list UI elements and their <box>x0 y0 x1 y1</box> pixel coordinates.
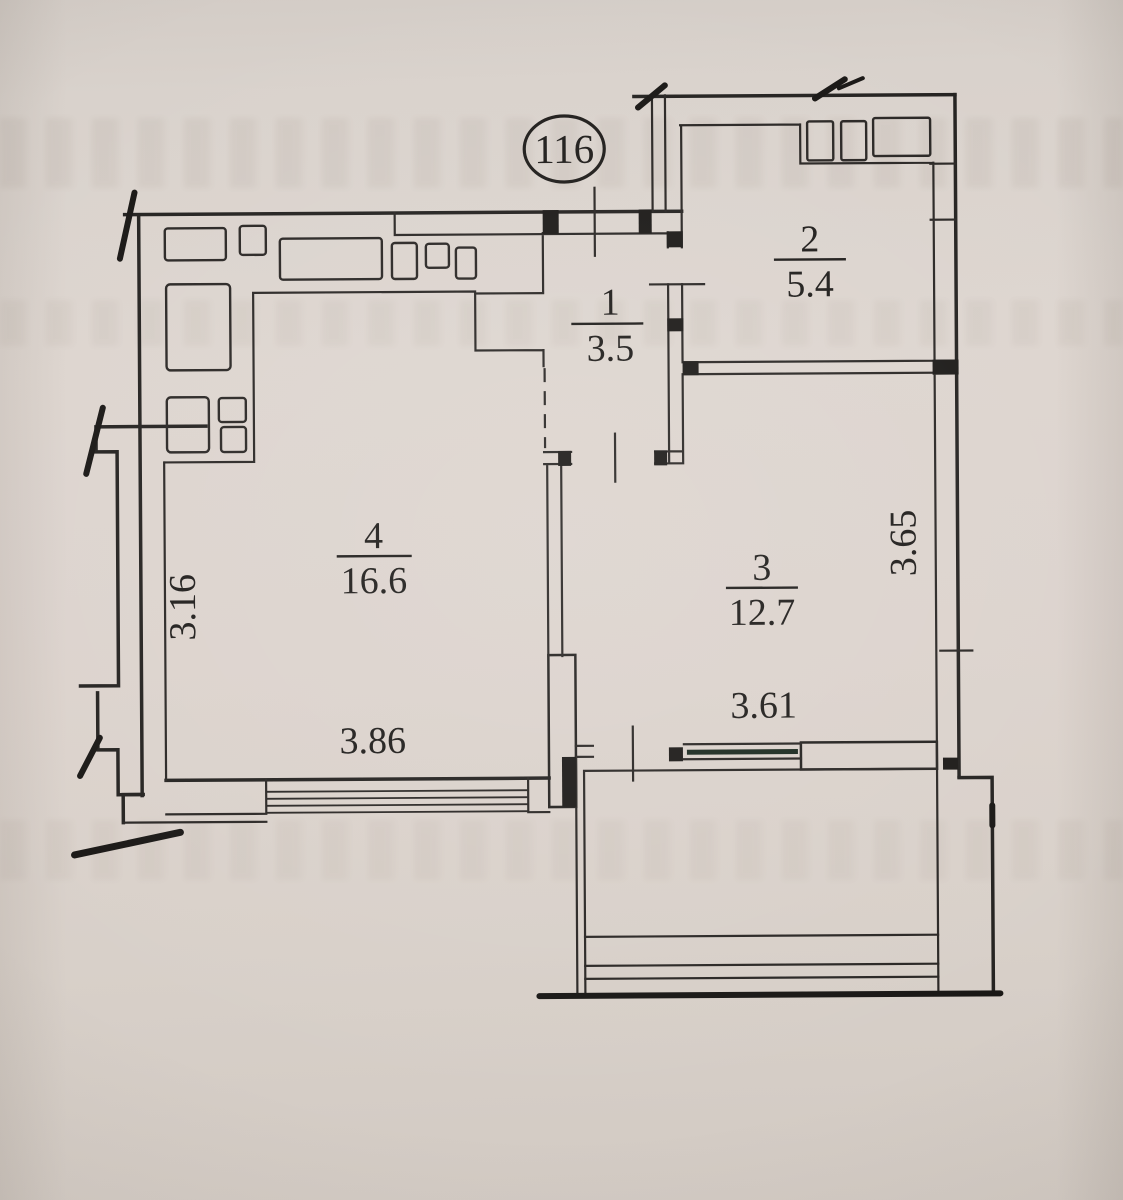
door-jambs <box>542 209 959 807</box>
ink-bleed-ghost-text <box>0 300 1123 346</box>
kitchen-fixtures <box>163 224 478 454</box>
room-2-number: 2 <box>800 218 819 260</box>
wall-cut-hatches <box>71 76 996 859</box>
dim-left-vertical: 3.16 <box>162 574 204 641</box>
room-3-label: 3 12.7 <box>725 547 798 634</box>
ink-bleed-ghost-text <box>0 820 1123 880</box>
dim-room3-width: 3.61 <box>730 685 797 727</box>
dim-right-vertical: 3.65 <box>882 510 924 577</box>
bathroom-fixtures <box>805 116 932 162</box>
room-2-label: 2 5.4 <box>773 218 846 306</box>
room-4-label: 4 16.6 <box>336 515 412 602</box>
ink-bleed-ghost-text <box>0 118 1123 188</box>
room-1-number: 1 <box>601 282 620 324</box>
tick-marks <box>593 186 974 782</box>
balcony-railing <box>536 933 1004 1000</box>
room-4-number: 4 <box>364 515 383 557</box>
unit-number-badge: 116 <box>522 114 606 184</box>
unit-number: 116 <box>534 126 594 172</box>
interior-walls <box>122 94 958 998</box>
room-3-number: 3 <box>752 547 771 589</box>
room3-balcony-window-glass <box>686 749 798 755</box>
room-4-area: 16.6 <box>341 560 408 602</box>
room4-window <box>266 789 529 814</box>
room-2-area: 5.4 <box>786 263 834 305</box>
dim-room4-width: 3.86 <box>339 720 406 762</box>
room-1-area: 3.5 <box>587 328 635 370</box>
room-1-label: 1 3.5 <box>571 282 644 370</box>
walls <box>78 92 996 996</box>
room-3-area: 12.7 <box>729 592 796 634</box>
